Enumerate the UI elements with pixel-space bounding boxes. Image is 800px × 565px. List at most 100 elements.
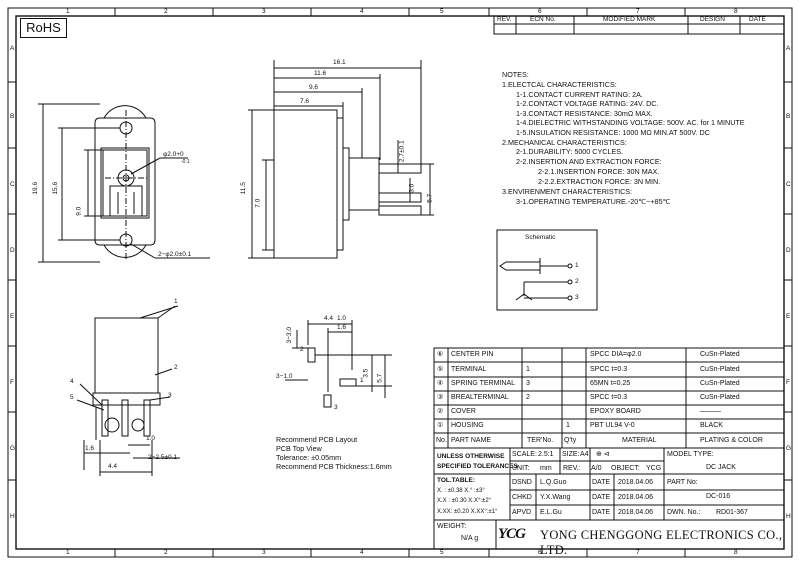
grid-col-label: 5: [440, 549, 444, 556]
side-view-drawing: [248, 60, 434, 259]
dim-pcb-3-0: 3−3.0: [285, 327, 293, 344]
bom-name: BREALTERMINAL: [451, 394, 509, 401]
dwn-label: DWN. No.:: [667, 509, 701, 516]
dim-11-6: 11.6: [314, 70, 327, 77]
schematic-box: [496, 229, 598, 311]
bom-plating: ———: [700, 408, 721, 415]
grid-row-label: D: [786, 247, 791, 254]
bom-no: ②: [437, 408, 444, 415]
note-line: 2-1.DURABILITY: 5000 CYCLES.: [516, 147, 624, 156]
bom-material: SPCC DIA=φ2.0: [590, 351, 642, 358]
dim-pcb-3-1: 3−1.0: [276, 373, 293, 380]
note-line: 2.MECHANICAL CHARACTERISTICS:: [502, 138, 627, 147]
chkd-name: Y.X.Wang: [540, 494, 571, 501]
bom-header-no: No.: [436, 437, 447, 444]
part-label: PART No:: [667, 479, 698, 486]
dim-5-7: 5.7: [426, 193, 434, 203]
tol-line: X. : ±0.38 X.° :±3°: [437, 488, 485, 494]
bom-no: ①: [437, 422, 444, 429]
grid-row-label: H: [10, 513, 15, 520]
dim-3-0: 3.0: [408, 183, 416, 193]
dim-pcb-3-5: 3.5: [362, 368, 370, 378]
rev-label: REV.:: [563, 465, 581, 472]
grid-row-label: C: [786, 181, 791, 188]
dwn-value: RD01-367: [716, 509, 748, 516]
date-label: DATE: [749, 16, 766, 23]
chkd-label: CHKD: [512, 494, 532, 501]
grid-col-label: 7: [636, 549, 640, 556]
callout-4: 4: [70, 378, 74, 385]
grid-row-label: G: [10, 445, 16, 452]
dim-pcb-1-6: 1.6: [337, 324, 347, 331]
dim-11-5: 11.5: [239, 182, 247, 195]
pcb-layout-drawing: [285, 320, 392, 408]
grid-row-label: F: [10, 379, 14, 386]
grid-row-label: A: [786, 45, 791, 52]
note-line: 2-2.1.INSERTION FORCE: 30N MAX.: [538, 167, 660, 176]
pcb-note-line: Recommend PCB Layout: [276, 435, 358, 444]
tol-line: X.XX: ±0.20 X.XX°:±1°: [437, 509, 498, 515]
bom-name: COVER: [451, 408, 476, 415]
tol-title: TOL.TABLE:: [437, 477, 476, 484]
grid-col-label: 8: [734, 8, 738, 15]
grid-col-label: 6: [538, 8, 542, 15]
dim-pcb-4-4: 4.4: [324, 315, 334, 322]
grid-col-label: 4: [360, 549, 364, 556]
unless-line: UNLESS OTHERWISE: [437, 453, 505, 460]
note-line: 1-4.DIELECTRIC WITHSTANDING VOLTAGE: 500…: [516, 118, 745, 127]
bom-plating: CuSn-Plated: [700, 366, 740, 373]
callout-3: 3: [168, 392, 172, 399]
bom-qty: 1: [566, 422, 570, 429]
dim-pcb-1-0: 1.0: [337, 315, 347, 322]
note-line: 2-2.2.EXTRACTION FORCE: 3N MIN.: [538, 177, 661, 186]
bom-no: ③: [437, 394, 444, 401]
grid-row-label: G: [786, 445, 792, 452]
bom-header-plating: PLATING & COLOR: [700, 437, 763, 444]
weight-label: WEIGHT:: [437, 523, 467, 530]
bom-name: TERMINAL: [451, 366, 487, 373]
dim-height: 19.6: [32, 181, 40, 195]
revision-block: [493, 15, 785, 35]
dim-bottom-1-0: 1.0: [146, 435, 156, 442]
notes-title: NOTES:: [502, 70, 529, 79]
bom-header-name: PART NAME: [451, 437, 492, 444]
bom-header-qty: Q'ty: [564, 437, 577, 444]
dim-bottom-1-6: 1.6: [85, 445, 95, 452]
pcb-note-line: PCB Top View: [276, 444, 322, 453]
grid-row-label: F: [786, 379, 790, 386]
grid-row-label: D: [10, 247, 15, 254]
design-label: DESIGN: [700, 16, 725, 23]
grid-col-label: 1: [66, 8, 70, 15]
dim-bottom-4-4: 4.4: [108, 463, 118, 470]
grid-col-label: 6: [538, 549, 542, 556]
modified-mark-label: MODIFIED MARK: [603, 16, 656, 23]
dim-9-6: 9.6: [309, 84, 319, 91]
unless-line: SPECIFIED TOLERANCES: [437, 463, 518, 470]
pcb-pad-label: 1: [360, 377, 364, 384]
bom-plating: BLACK: [700, 422, 723, 429]
grid-row-label: H: [786, 513, 791, 520]
grid-col-label: 7: [636, 8, 640, 15]
model-label: MODEL TYPE:: [667, 451, 714, 458]
scale-value: 2.5:1: [538, 451, 554, 458]
dim-two-holes: 2−φ2.0±0.1: [158, 251, 192, 258]
bom-name: CENTER PIN: [451, 351, 494, 358]
border-grid-ticks: [8, 8, 792, 557]
grid-col-label: 5: [440, 8, 444, 15]
dim-inner: 15.6: [52, 181, 60, 195]
date-value: 2018.04.06: [618, 509, 654, 516]
size-label: SIZE:: [562, 451, 580, 458]
bom-plating: CuSn-Plated: [700, 394, 740, 401]
part-value: DC-016: [706, 493, 731, 500]
front-view-drawing: [38, 103, 210, 263]
bom-material: PBT UL94 V-0: [590, 422, 635, 429]
note-line: 1.ELECTCAL CHARACTERISTICS:: [502, 80, 617, 89]
unit-label: UNIT:: [512, 465, 530, 472]
grid-row-label: E: [10, 313, 15, 320]
company-name: YONG CHENGGONG ELECTRONICS CO., LTD.: [540, 528, 783, 557]
note-line: 3.ENVIRENMENT CHARACTERISTICS:: [502, 187, 633, 196]
weight-value: N/A g: [461, 535, 479, 542]
bom-material: EPOXY BOARD: [590, 408, 641, 415]
tol-line: X.X : ±0.30 X.X°:±2°: [437, 498, 492, 504]
